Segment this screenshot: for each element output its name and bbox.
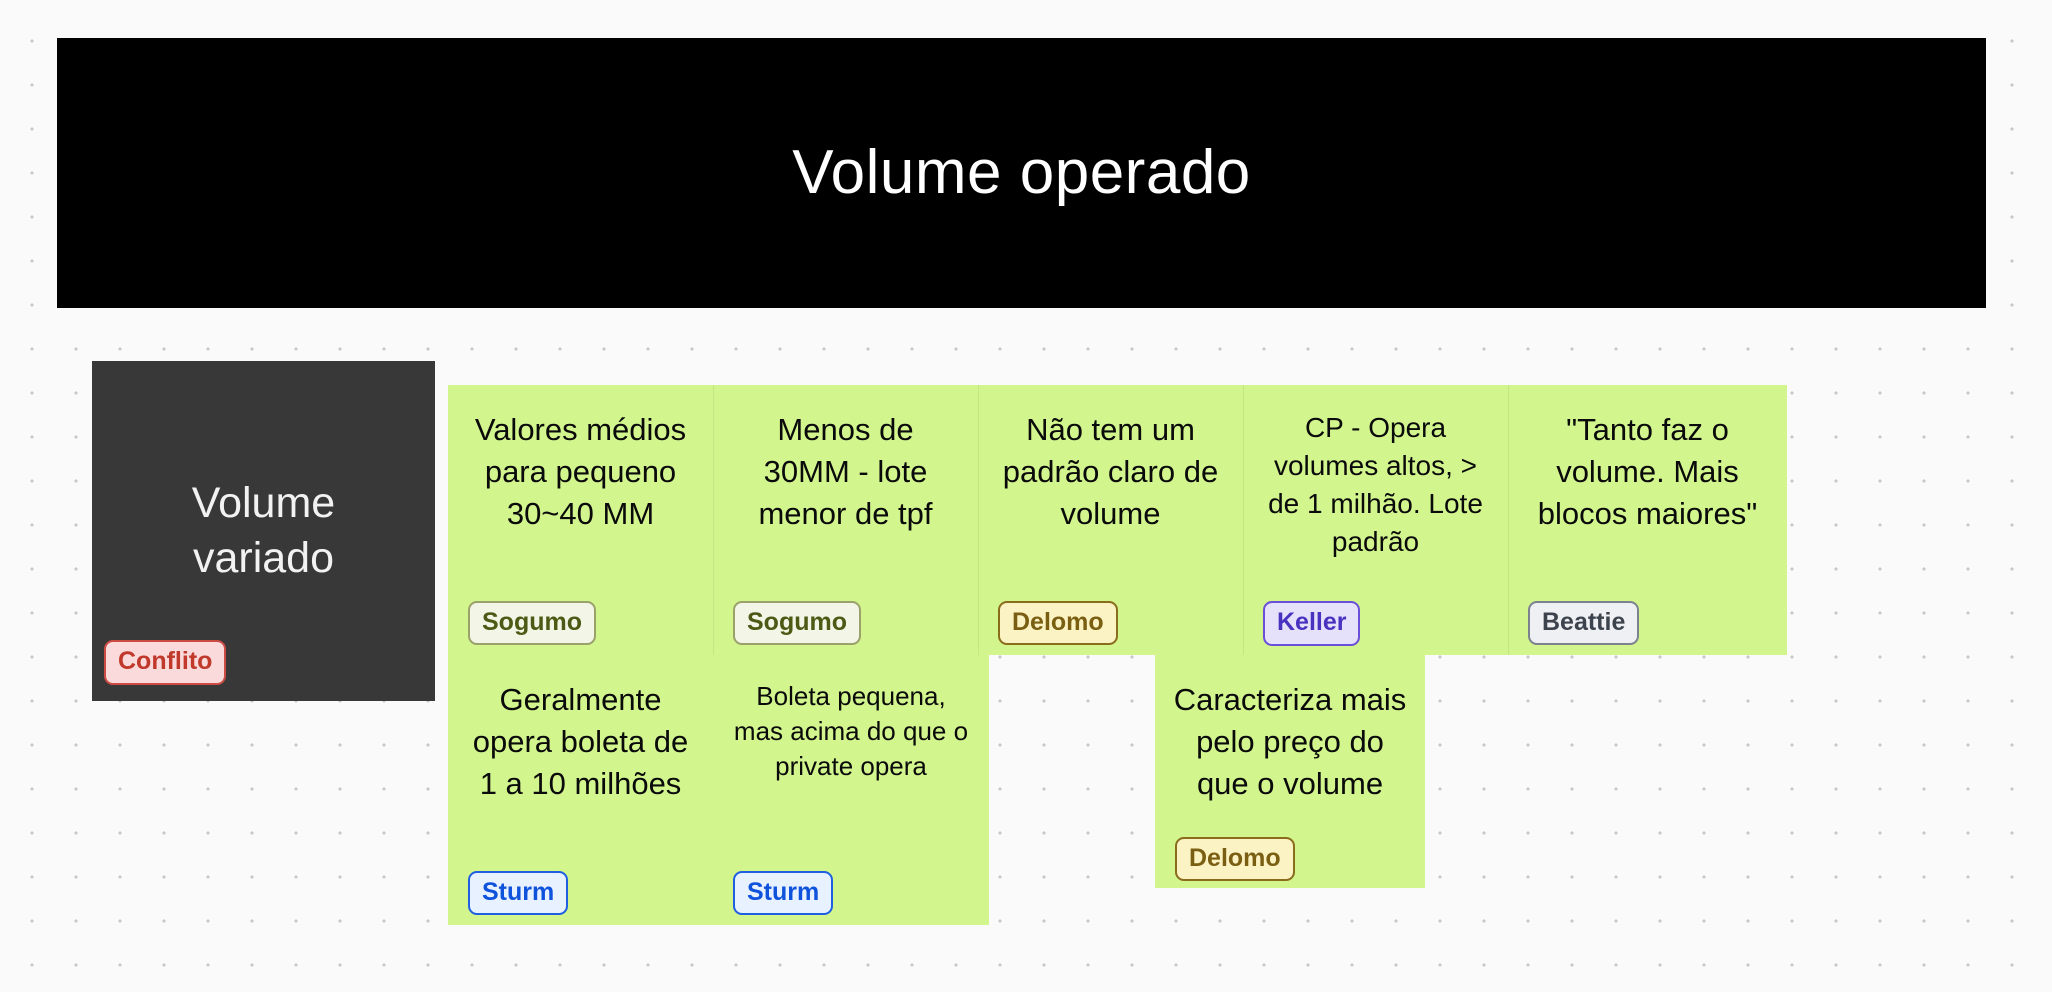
- card-text: Não tem um padrão claro de volume: [1002, 412, 1219, 532]
- card-text: Valores médios para pequeno 30~40 MM: [474, 412, 687, 532]
- column-separator: [713, 385, 714, 655]
- card-tag-beattie[interactable]: Beattie: [1528, 600, 1640, 646]
- card-text: Menos de 30MM - lote menor de tpf: [758, 412, 933, 532]
- card-menos-30mm[interactable]: Menos de 30MM - lote menor de tpf Sogumo: [713, 385, 978, 655]
- column-separator: [978, 385, 979, 655]
- card-footer: Sogumo: [731, 591, 960, 655]
- card-tag-delomo[interactable]: Delomo: [1175, 836, 1295, 882]
- card-footer: Delomo: [996, 591, 1225, 655]
- card-cp-volumes-altos[interactable]: CP - Opera volumes altos, > de 1 milhão.…: [1243, 385, 1508, 655]
- card-tag-sturm[interactable]: Sturm: [733, 870, 834, 916]
- header-banner: Volume operado: [57, 38, 1986, 308]
- card-footer: Sturm: [731, 861, 971, 925]
- column-separator: [1508, 385, 1509, 655]
- card-footer: Sogumo: [466, 591, 695, 655]
- card-text: CP - Opera volumes altos, > de 1 milhão.…: [1268, 412, 1483, 558]
- column-separator: [1243, 385, 1244, 655]
- card-boleta-pequena[interactable]: Boleta pequena, mas acima do que o priva…: [713, 655, 989, 925]
- card-text: Caracteriza mais pelo preço do que o vol…: [1173, 682, 1407, 802]
- card-text: Boleta pequena, mas acima do que o priva…: [733, 681, 969, 781]
- card-tag-delomo[interactable]: Delomo: [998, 600, 1118, 646]
- card-tanto-faz[interactable]: "Tanto faz o volume. Mais blocos maiores…: [1508, 385, 1787, 655]
- card-tag-sturm[interactable]: Sturm: [468, 870, 569, 916]
- card-tag-sogumo[interactable]: Sogumo: [733, 600, 861, 646]
- page-title: Volume operado: [792, 138, 1251, 207]
- status-badge-conflito[interactable]: Conflito: [104, 640, 227, 685]
- card-text: Geralmente opera boleta de 1 a 10 milhõe…: [472, 682, 689, 802]
- card-footer: Sturm: [466, 861, 695, 925]
- card-valores-medios[interactable]: Valores médios para pequeno 30~40 MM Sog…: [448, 385, 713, 655]
- card-tag-sogumo[interactable]: Sogumo: [468, 600, 596, 646]
- conflito-badge-wrapper: Conflito: [104, 640, 227, 685]
- card-footer: Delomo: [1173, 830, 1407, 888]
- card-geralmente-boleta[interactable]: Geralmente opera boleta de 1 a 10 milhõe…: [448, 655, 713, 925]
- row-label-card-volume-variado[interactable]: Volume variado Conflito: [92, 361, 435, 701]
- card-caracteriza-preco[interactable]: Caracteriza mais pelo preço do que o vol…: [1155, 655, 1425, 888]
- card-sem-padrao[interactable]: Não tem um padrão claro de volume Delomo: [978, 385, 1243, 655]
- card-footer: Keller: [1261, 601, 1490, 655]
- card-footer: Beattie: [1526, 591, 1769, 655]
- card-tag-keller[interactable]: Keller: [1263, 601, 1361, 646]
- card-text: "Tanto faz o volume. Mais blocos maiores…: [1537, 412, 1758, 532]
- row-label-title: Volume variado: [191, 478, 336, 582]
